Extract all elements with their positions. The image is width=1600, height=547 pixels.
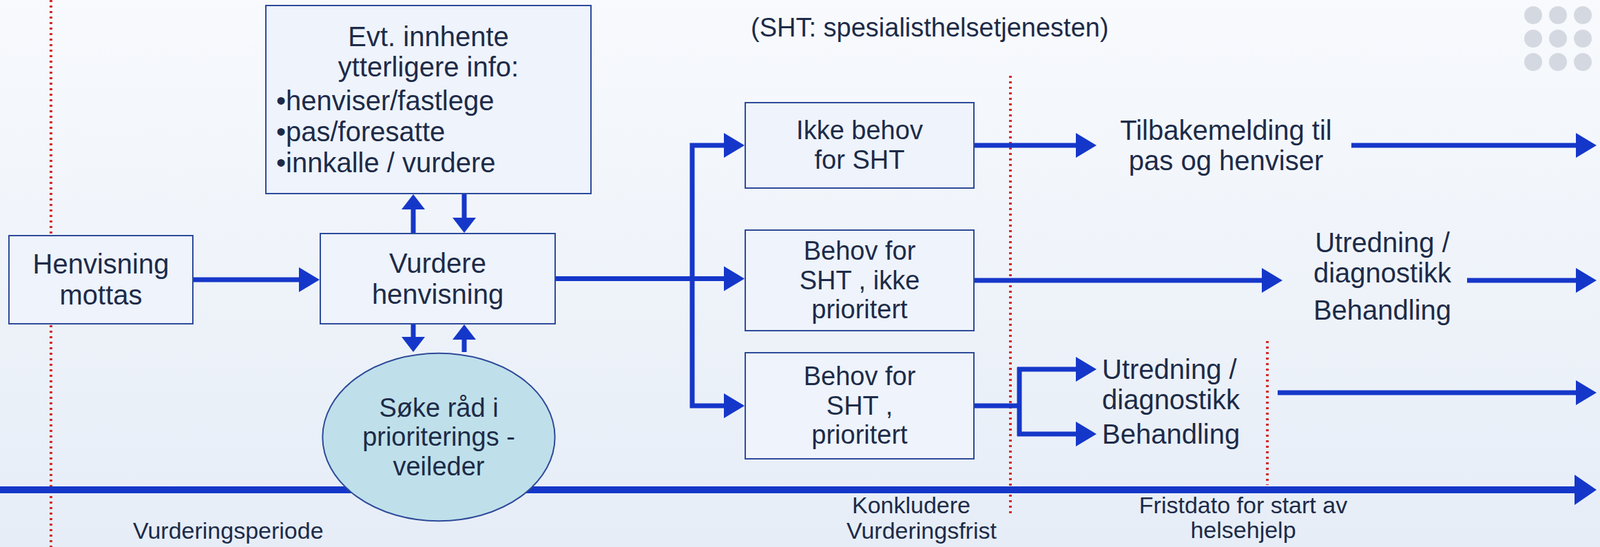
process-box: Vurdere henvisning bbox=[319, 232, 556, 325]
flow-label: Konkludere bbox=[852, 493, 971, 518]
flow-arrows bbox=[0, 145, 1578, 490]
flow-connector bbox=[401, 324, 425, 352]
box-text: Behov for SHT , ikke prioritert bbox=[785, 236, 934, 325]
flow-label: Fristdato for start av helsehjelp bbox=[1129, 493, 1357, 543]
connector-line bbox=[193, 277, 300, 283]
flow-label: Vurderingsfrist bbox=[846, 518, 997, 544]
arrow-head bbox=[401, 336, 425, 352]
process-box: Behov for SHT , prioritert bbox=[744, 351, 975, 460]
deadline-lines bbox=[50, 0, 1268, 547]
box-text: Vurdere henvisning bbox=[330, 247, 545, 310]
bullet-item: •henviser/fastlege bbox=[276, 85, 581, 117]
decor-dots bbox=[1524, 6, 1592, 71]
box-text: Søke råd i prioriterings -veileder bbox=[349, 393, 529, 482]
node-content: Behov for SHT , prioritert bbox=[745, 361, 974, 450]
connector-line bbox=[555, 278, 725, 407]
connector-line bbox=[411, 208, 417, 233]
node-content: Behov for SHT , ikke prioritert bbox=[745, 236, 974, 325]
arrow-head bbox=[723, 393, 745, 419]
flow-connector bbox=[401, 194, 425, 233]
flow-label: Vurderingsperiode bbox=[132, 518, 324, 544]
process-box: Evt. innhente ytterligere info:•henviser… bbox=[265, 4, 592, 195]
box-text: Henvisning mottas bbox=[19, 248, 183, 311]
arrow-head bbox=[452, 217, 476, 233]
flow-connector bbox=[452, 324, 476, 352]
bullet-item: •pas/foresatte bbox=[276, 116, 581, 148]
node-content: Søke råd i prioriterings -veileder bbox=[321, 393, 556, 482]
advice-ellipse: Søke råd i prioriterings -veileder bbox=[321, 351, 556, 523]
flow-connector bbox=[452, 194, 476, 233]
flow-connector bbox=[555, 278, 745, 419]
arrow-heads bbox=[1075, 132, 1597, 505]
arrow-head bbox=[723, 132, 745, 158]
box-text: Behov for SHT , prioritert bbox=[785, 361, 934, 450]
arrow-head bbox=[401, 194, 425, 210]
bullet-item: •innkalle / vurdere bbox=[276, 147, 581, 179]
arrow-head bbox=[298, 267, 320, 293]
flow-label: (SHT: spesialisthelsetjenesten) bbox=[750, 13, 1109, 43]
process-box: Ikke behov for SHT bbox=[744, 101, 975, 189]
flow-label: Behandling bbox=[1289, 294, 1476, 326]
connector-line bbox=[411, 324, 417, 338]
node-content: Henvisning mottas bbox=[9, 248, 193, 311]
connector-line bbox=[462, 338, 467, 352]
ellipse-shape bbox=[322, 353, 555, 522]
box-heading: Evt. innhente ytterligere info: bbox=[314, 21, 543, 84]
arrow-head bbox=[723, 266, 745, 292]
node-content: Vurdere henvisning bbox=[320, 247, 555, 310]
connector-line bbox=[462, 194, 467, 219]
flow-label: Tilbakemelding til pas og henviser bbox=[1108, 115, 1344, 176]
node-content: Ikke behov for SHT bbox=[745, 115, 974, 175]
box-text: Ikke behov for SHT bbox=[785, 115, 934, 175]
process-box: Henvisning mottas bbox=[8, 234, 194, 325]
flow-label: Utredning / diagnostikk bbox=[1289, 227, 1476, 288]
arrow-head bbox=[452, 324, 476, 340]
flow-label: Behandling bbox=[1102, 418, 1264, 450]
process-box: Behov for SHT , ikke prioritert bbox=[744, 229, 975, 332]
flow-connector bbox=[193, 267, 320, 293]
node-content: Evt. innhente ytterligere info:•henviser… bbox=[266, 21, 591, 179]
flow-label: Utredning / diagnostikk bbox=[1102, 354, 1264, 415]
